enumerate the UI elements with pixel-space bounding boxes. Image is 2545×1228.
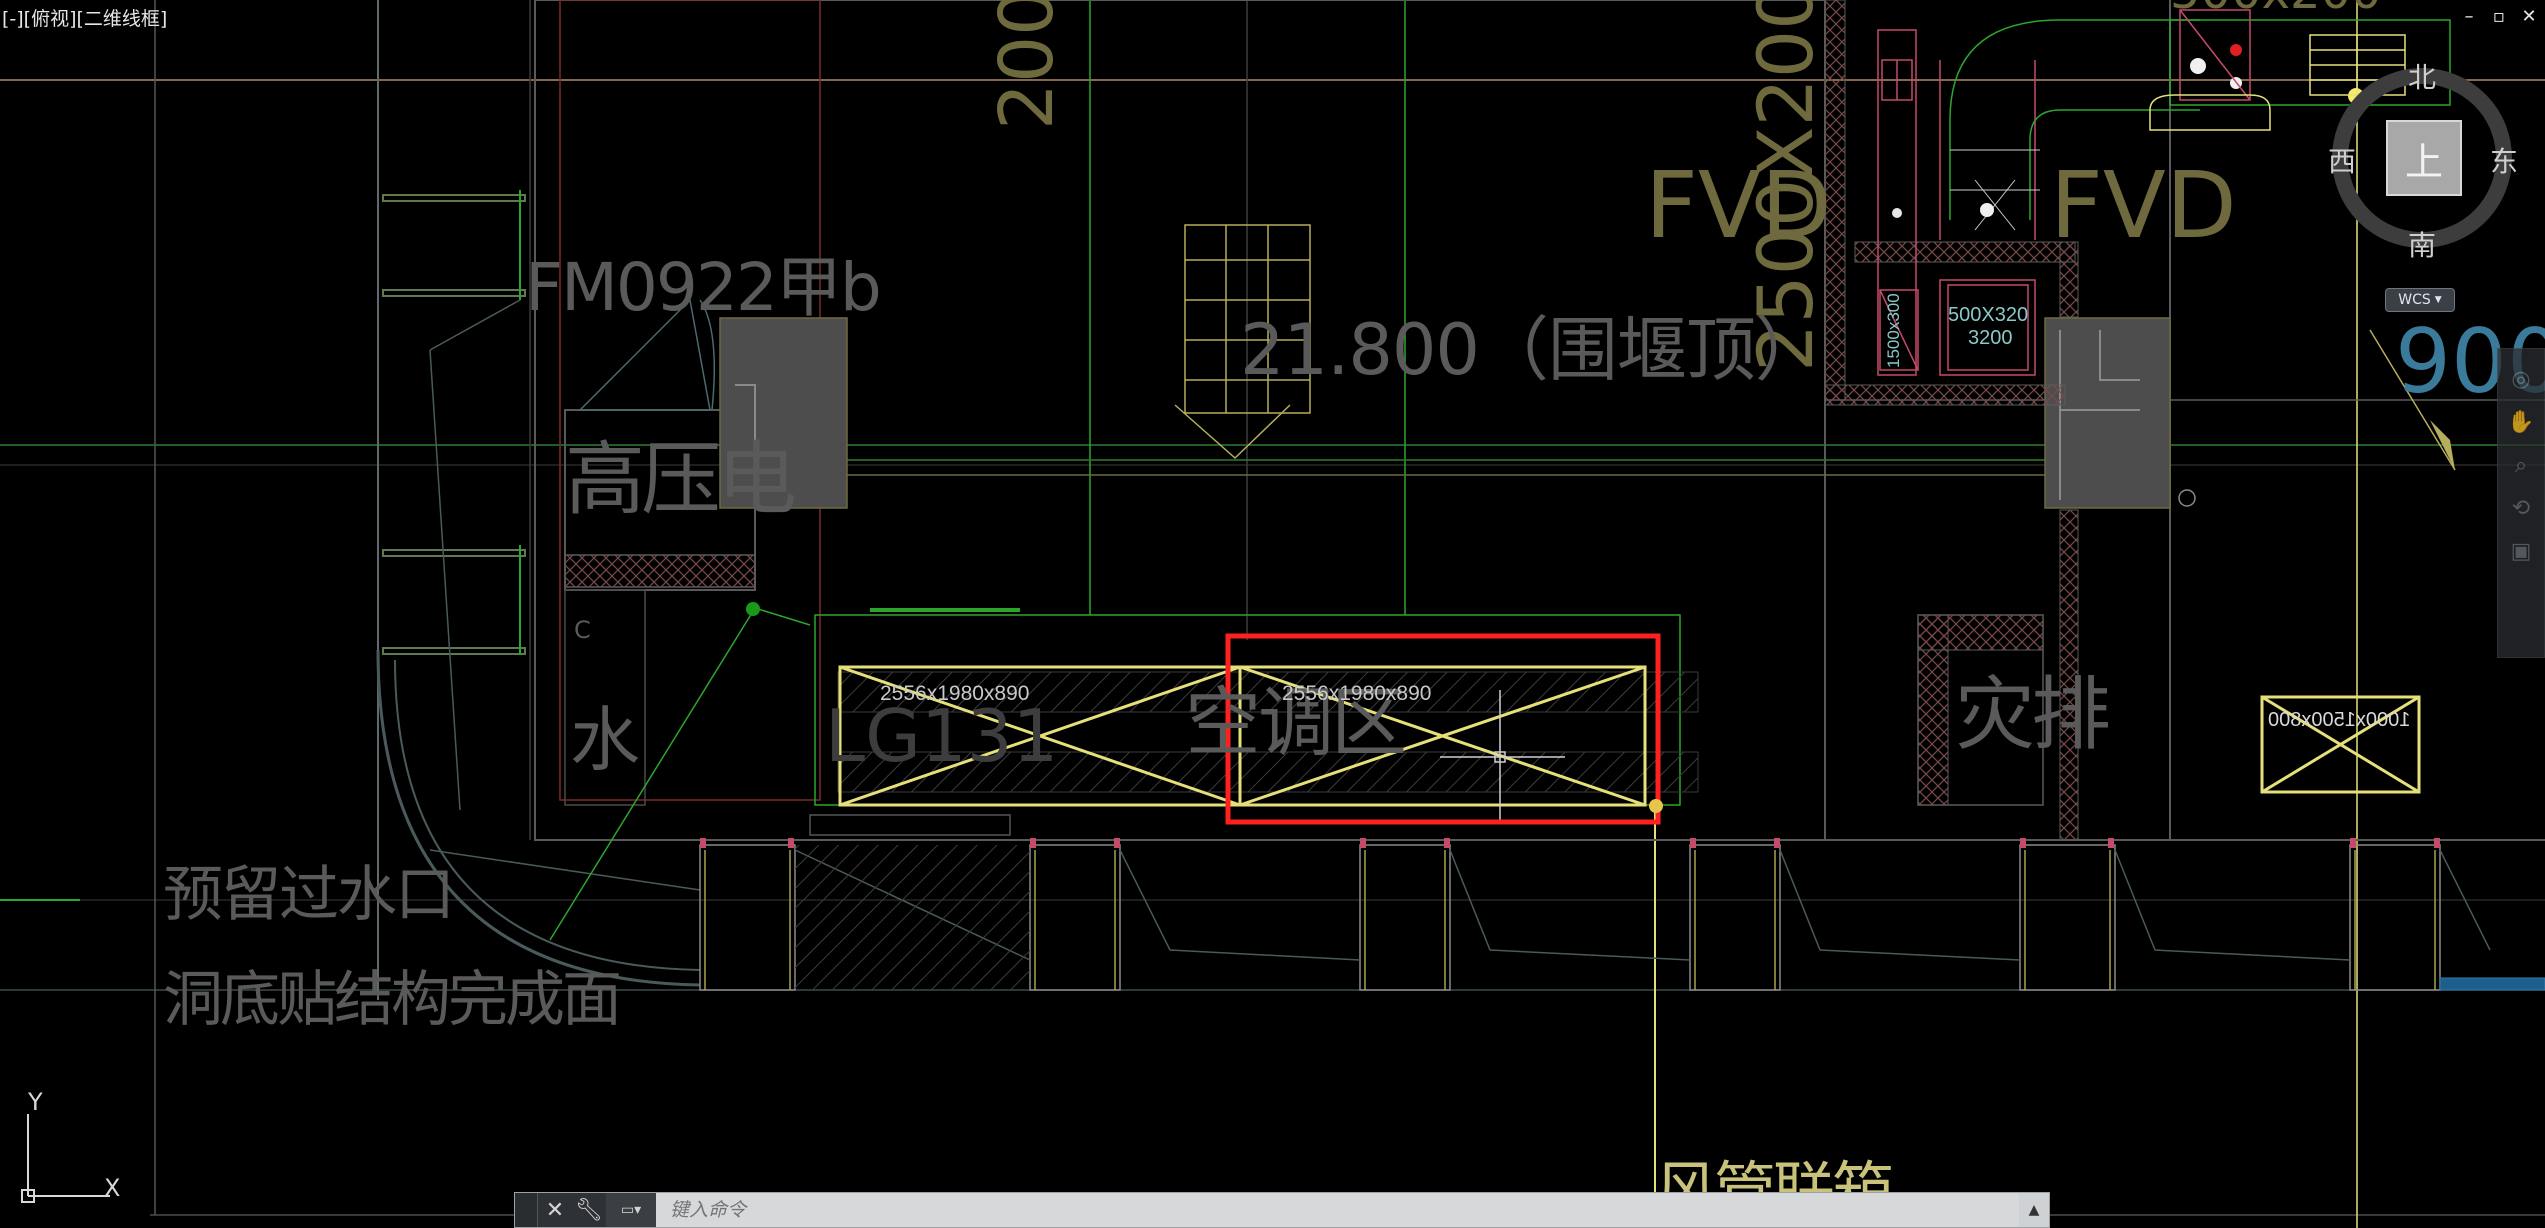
showmotion-icon[interactable]: ▣ bbox=[2510, 539, 2532, 564]
duct-height-label: 3200 bbox=[1968, 327, 2013, 349]
close-icon[interactable]: ✕ bbox=[538, 1193, 572, 1227]
command-line-grip[interactable] bbox=[515, 1193, 538, 1227]
ucs-y-label: Y bbox=[28, 1088, 43, 1116]
box-size-label-right: 2556x1980x890 bbox=[1282, 682, 1432, 705]
column-block bbox=[2044, 317, 2171, 509]
viewcube-south[interactable]: 南 bbox=[2408, 229, 2437, 262]
room-label-water: 水 bbox=[570, 699, 640, 781]
box-size-label-far-right: 1000x1500x800 bbox=[2268, 709, 2411, 731]
restore-icon[interactable]: ▫ bbox=[2492, 6, 2506, 27]
minimize-icon[interactable]: – bbox=[2464, 6, 2474, 27]
wrench-icon[interactable]: 🔧︎ bbox=[572, 1193, 606, 1227]
viewcube-east[interactable]: 东 bbox=[2490, 145, 2519, 178]
door-group-left bbox=[382, 190, 526, 655]
equipment-code-label: LG131 bbox=[825, 694, 1059, 778]
room-label-exhaust: 灾排 bbox=[1955, 668, 2111, 761]
grille-element bbox=[1174, 224, 1311, 460]
chevron-down-icon: ▼ bbox=[2434, 295, 2442, 305]
note-hole-bottom: 洞底贴结构完成面 bbox=[163, 965, 622, 1035]
navigation-bar[interactable]: ◎ ✋ ⌕ ⟲ ▣ bbox=[2497, 348, 2545, 658]
top-right-dimension: 500x200 bbox=[2170, 0, 2382, 16]
curved-wall bbox=[376, 649, 701, 987]
viewcube-ring[interactable] bbox=[2332, 66, 2512, 256]
fvd-label-left: FVD bbox=[1645, 152, 1832, 259]
crosshair-cursor bbox=[1440, 690, 1565, 820]
equipment-box-far-right bbox=[2260, 695, 2421, 794]
room-label-ac: 空调区 bbox=[1185, 678, 1407, 767]
viewport-window-controls: – ▫ ✕ bbox=[2459, 6, 2539, 27]
room-label-c: C bbox=[574, 616, 591, 644]
door-swing bbox=[578, 298, 711, 411]
box-size-label-left: 2556x1980x890 bbox=[880, 682, 1030, 705]
viewcube-top-face[interactable]: 上 bbox=[2386, 120, 2462, 196]
viewport-controls-label[interactable]: [-][俯视][二维线框] bbox=[2, 8, 168, 30]
ucs-icon: Y X bbox=[20, 1088, 130, 1204]
chevron-up-icon[interactable]: ▲ bbox=[2028, 1202, 2040, 1218]
viewcube[interactable]: 北 南 西 东 上 bbox=[2328, 61, 2518, 262]
steering-wheel-icon[interactable]: ◎ bbox=[2511, 367, 2531, 392]
pan-icon[interactable]: ✋ bbox=[2507, 410, 2535, 435]
wcs-label: WCS bbox=[2398, 292, 2431, 308]
viewcube-north[interactable]: 北 bbox=[2408, 61, 2437, 94]
duct-elbow bbox=[1949, 19, 2451, 220]
orbit-icon[interactable]: ⟲ bbox=[2511, 496, 2531, 521]
door-label: FM0922甲b bbox=[525, 249, 882, 326]
wcs-menu[interactable]: WCS▼ bbox=[2385, 288, 2455, 312]
dimension-2000: 2000 bbox=[984, 0, 1070, 130]
note-reserve-water-opening: 预留过水口 bbox=[163, 860, 455, 930]
viewcube-west[interactable]: 西 bbox=[2328, 145, 2357, 178]
duct-size-label-vertical: 1500x300 bbox=[1884, 293, 1903, 368]
column-block bbox=[719, 317, 848, 509]
close-icon[interactable]: ✕ bbox=[2521, 6, 2537, 27]
duct-size-label-500: 500X320 bbox=[1948, 304, 2029, 326]
command-input[interactable] bbox=[656, 1193, 2019, 1227]
ucs-x-label: X bbox=[104, 1174, 121, 1202]
equipment-box-right bbox=[1238, 665, 1647, 807]
fvd-label-right: FVD bbox=[2050, 152, 2237, 259]
grip-point bbox=[1649, 799, 1663, 813]
room-label-high-voltage: 高压电 bbox=[565, 433, 797, 526]
elevation-label: 21.800（围堰顶） bbox=[1240, 309, 1825, 391]
grip-point bbox=[746, 602, 760, 616]
zoom-icon[interactable]: ⌕ bbox=[2514, 453, 2528, 478]
recent-commands-icon[interactable]: ▭▾ bbox=[606, 1193, 656, 1227]
selection-highlight bbox=[1225, 633, 1661, 825]
command-line: ✕ 🔧︎ ▭▾ ▲ bbox=[514, 1192, 2050, 1228]
